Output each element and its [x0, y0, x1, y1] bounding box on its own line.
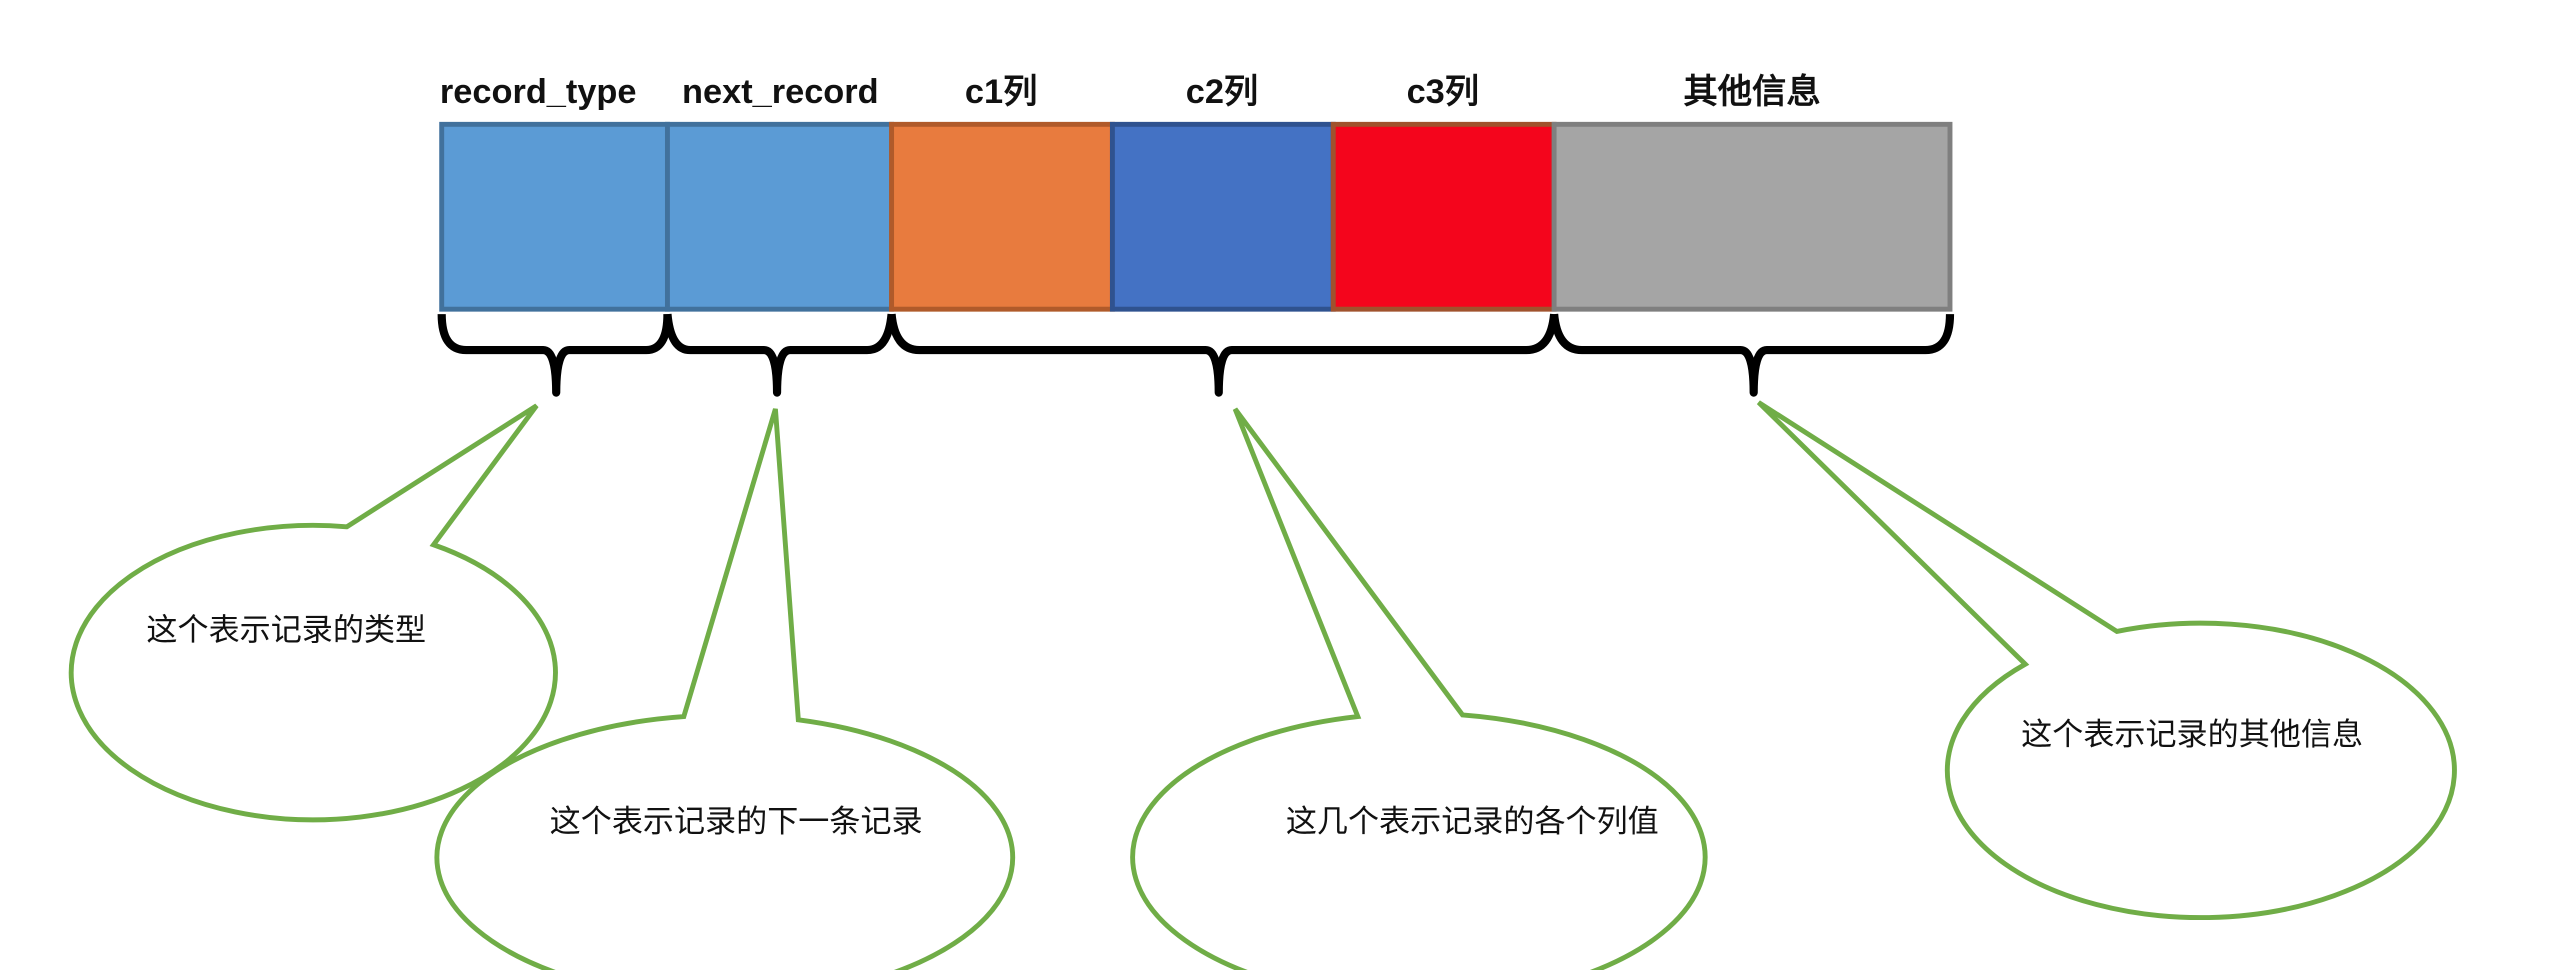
- field-label-next-record: next_record: [682, 73, 879, 111]
- callout-other: 这个表示记录的其他信息: [1756, 400, 2457, 921]
- field-label-c1: c1列: [965, 73, 1038, 111]
- callout-text-other: 这个表示记录的其他信息: [2021, 717, 2363, 753]
- field-box-other: [1551, 121, 1953, 312]
- brace-columns: [887, 313, 1559, 397]
- brace-next-record: [663, 313, 896, 397]
- brace-record-type: [437, 313, 672, 397]
- field-box-record-type: [439, 121, 670, 312]
- callout-text-columns: 这几个表示记录的各个列值: [1286, 804, 1659, 840]
- field-label-record-type: record_type: [440, 73, 637, 111]
- field-box-c1: [889, 121, 1115, 312]
- field-label-other: 其他信息: [1683, 72, 1820, 111]
- callout-columns: 这几个表示记录的各个列值: [1130, 407, 1708, 970]
- callout-text-record-type: 这个表示记录的类型: [146, 612, 426, 648]
- field-box-next-record: [664, 121, 895, 312]
- callout-record-type: 这个表示记录的类型: [68, 403, 558, 823]
- field-box-c3: [1330, 121, 1557, 312]
- callout-next-record: 这个表示记录的下一条记录: [434, 408, 1016, 970]
- brace-other: [1550, 313, 1955, 397]
- field-box-c2: [1109, 121, 1336, 312]
- callout-text-next-record: 这个表示记录的下一条记录: [550, 804, 923, 840]
- field-label-c3: c3列: [1407, 73, 1480, 111]
- field-label-c2: c2列: [1186, 73, 1259, 111]
